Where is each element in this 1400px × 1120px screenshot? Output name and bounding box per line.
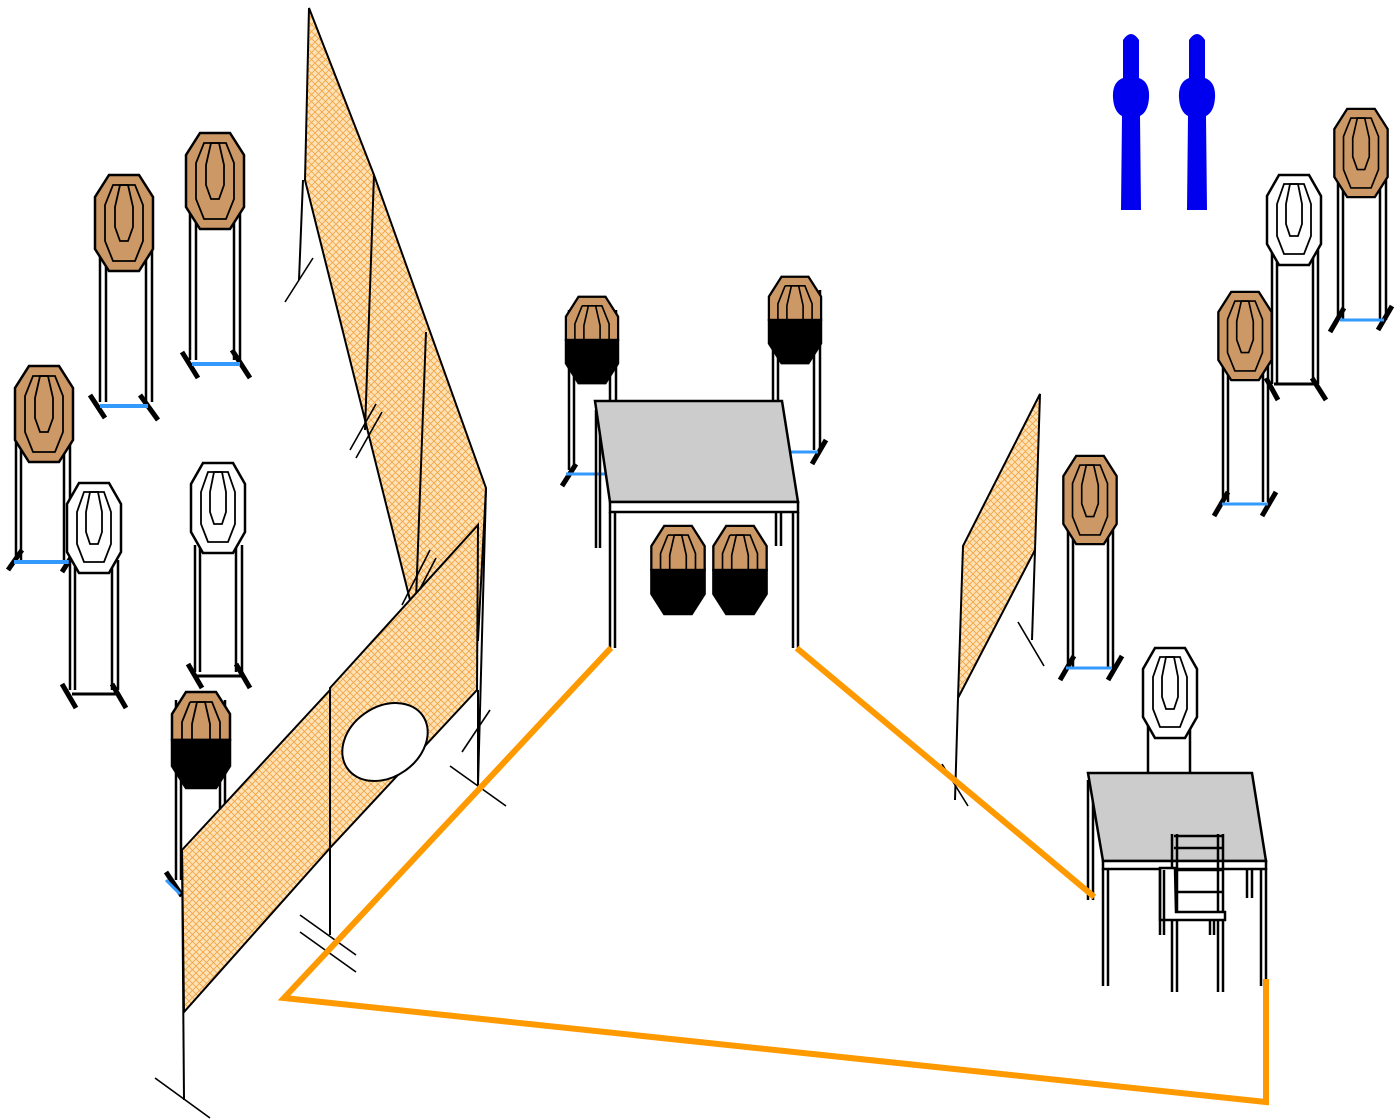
tan-target-left-1 <box>93 173 155 273</box>
no-shoot-silhouette-2 <box>1178 34 1216 210</box>
target-stand-left-2 <box>179 195 253 380</box>
tan-target-left-3 <box>13 364 75 464</box>
target-stand-left-4 <box>59 560 129 710</box>
white-target-left-4 <box>65 481 123 575</box>
barrier-wall-front-port <box>154 522 507 1119</box>
table-right <box>1086 771 1268 986</box>
partial-target-left-6 <box>170 690 232 790</box>
tan-target-right-3 <box>1217 290 1273 382</box>
target-stand-right-1 <box>1327 180 1395 334</box>
target-stand-right-4 <box>1057 530 1125 682</box>
barrier-wall-left-long <box>284 7 491 786</box>
table-center <box>593 399 800 648</box>
partial-target-under-table-1 <box>650 524 706 616</box>
tan-target-left-2 <box>184 131 246 231</box>
white-target-right-2 <box>1265 173 1323 267</box>
target-stand-right-2 <box>1263 250 1329 402</box>
tan-target-right-4 <box>1062 454 1118 546</box>
no-shoot-silhouette-1 <box>1112 34 1150 210</box>
target-stand-right-3 <box>1211 365 1279 518</box>
fault-line <box>277 645 1269 1106</box>
target-stand-left-5 <box>185 545 253 690</box>
partial-target-center-1 <box>564 295 620 385</box>
partial-target-center-2 <box>767 275 823 365</box>
chair <box>1158 834 1227 992</box>
white-target-left-5 <box>189 461 247 555</box>
port-opening <box>341 702 429 782</box>
tan-target-right-1 <box>1333 107 1389 199</box>
barrier-wall-right <box>941 393 1045 807</box>
partial-target-under-table-2 <box>712 524 768 616</box>
white-target-right-5 <box>1141 646 1199 740</box>
